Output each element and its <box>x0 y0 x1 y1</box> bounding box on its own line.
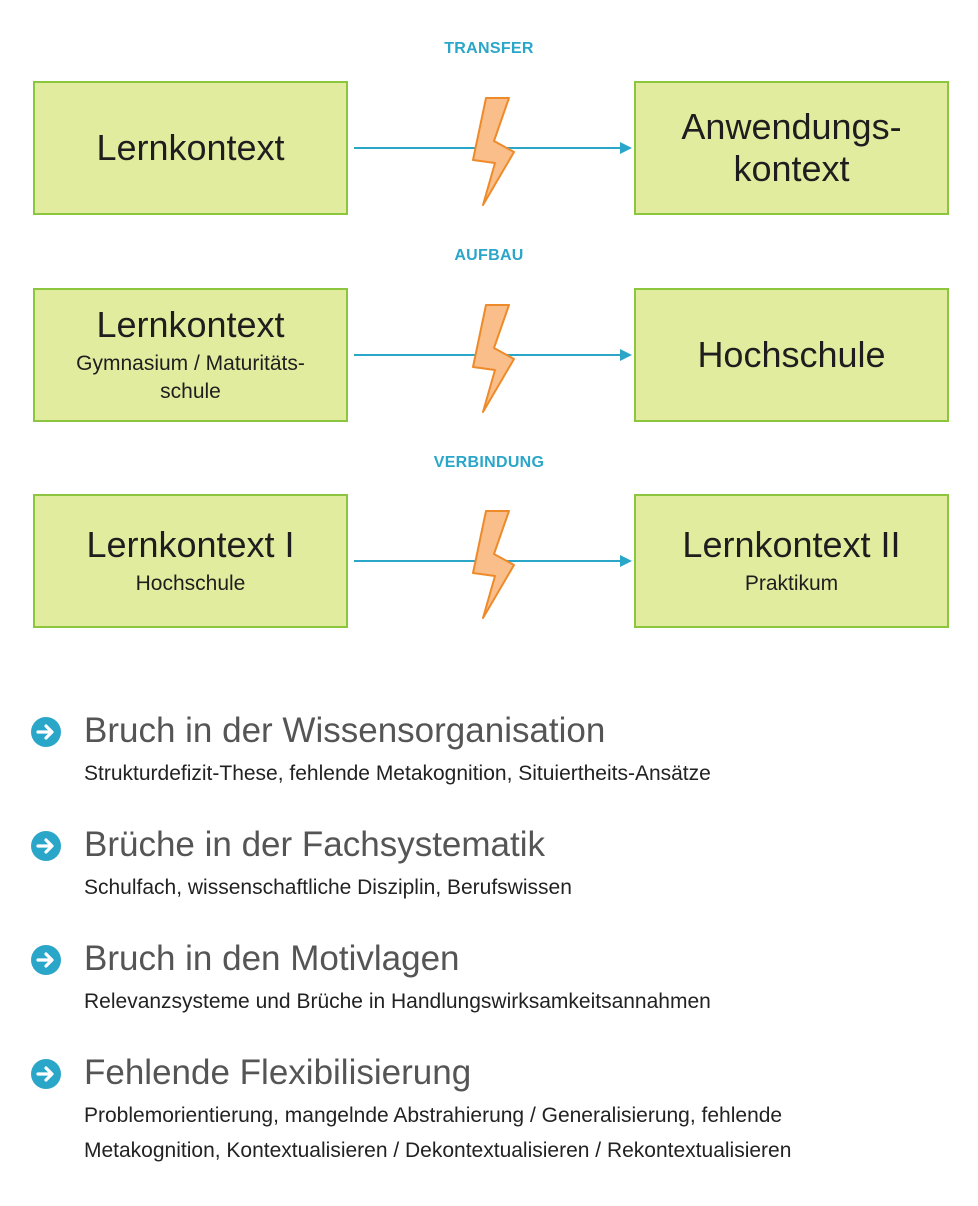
lightning-bolt-icon <box>472 97 515 206</box>
bullet-item: Fehlende Flexibilisierung Problemorienti… <box>30 1052 950 1172</box>
bullet-description: Strukturdefizit-These, fehlende Metakogn… <box>84 762 711 785</box>
box-title: Lernkontext <box>96 304 285 345</box>
right-context-box: Hochschule <box>634 288 949 422</box>
box-title: Anwendungs- kontext <box>681 106 902 189</box>
verbindung-connector <box>354 510 632 619</box>
bullet-description: Relevanzsysteme und Brüche in Handlungsw… <box>84 990 711 1013</box>
row-label-verbindung: VERBINDUNG <box>433 454 545 471</box>
box-subtitle: Praktikum <box>744 572 839 595</box>
lightning-bolt-icon <box>472 510 515 619</box>
left-context-box: Lernkontext I Hochschule <box>33 494 348 628</box>
left-context-box: Lernkontext Gymnasium / Maturitäts- schu… <box>33 288 348 422</box>
aufbau-connector <box>354 304 632 413</box>
arrow-head-icon <box>620 555 632 567</box>
bullet-item: Brüche in der Fachsystematik Schulfach, … <box>30 824 950 904</box>
box-title: Lernkontext I <box>86 524 295 565</box>
arrow-circle-right-icon <box>31 717 61 747</box>
arrow-head-icon <box>620 349 632 361</box>
arrow-circle-right-icon <box>31 831 61 861</box>
bullet-item: Bruch in der Wissensorganisation Struktu… <box>30 710 950 790</box>
bullet-title: Brüche in der Fachsystematik <box>84 825 546 864</box>
box-title: Hochschule <box>697 334 886 375</box>
box-title: Lernkontext II <box>682 524 901 565</box>
row-label-transfer: TRANSFER <box>444 40 534 57</box>
arrow-circle-right-icon <box>31 1059 61 1089</box>
right-context-box: Lernkontext II Praktikum <box>634 494 949 628</box>
transfer-connector <box>354 97 632 206</box>
row-label-aufbau: AUFBAU <box>454 247 524 264</box>
bullet-title: Bruch in den Motivlagen <box>84 939 460 978</box>
arrow-head-icon <box>620 142 632 154</box>
box-title: Lernkontext <box>96 127 285 168</box>
bullet-title: Fehlende Flexibilisierung <box>84 1053 472 1092</box>
lightning-bolt-icon <box>472 304 515 413</box>
bullet-title: Bruch in der Wissensorganisation <box>84 711 606 750</box>
bullet-description: Schulfach, wissenschaftliche Disziplin, … <box>84 876 572 899</box>
box-subtitle: Gymnasium / Maturitäts- schule <box>76 352 305 403</box>
box-subtitle: Hochschule <box>135 572 246 595</box>
bullet-description: Problemorientierung, mangelnde Abstrahie… <box>84 1104 792 1162</box>
bullet-item: Bruch in den Motivlagen Relevanzsysteme … <box>30 938 950 1018</box>
arrow-circle-right-icon <box>31 945 61 975</box>
left-context-box: Lernkontext <box>33 81 348 215</box>
right-context-box: Anwendungs- kontext <box>634 81 949 215</box>
